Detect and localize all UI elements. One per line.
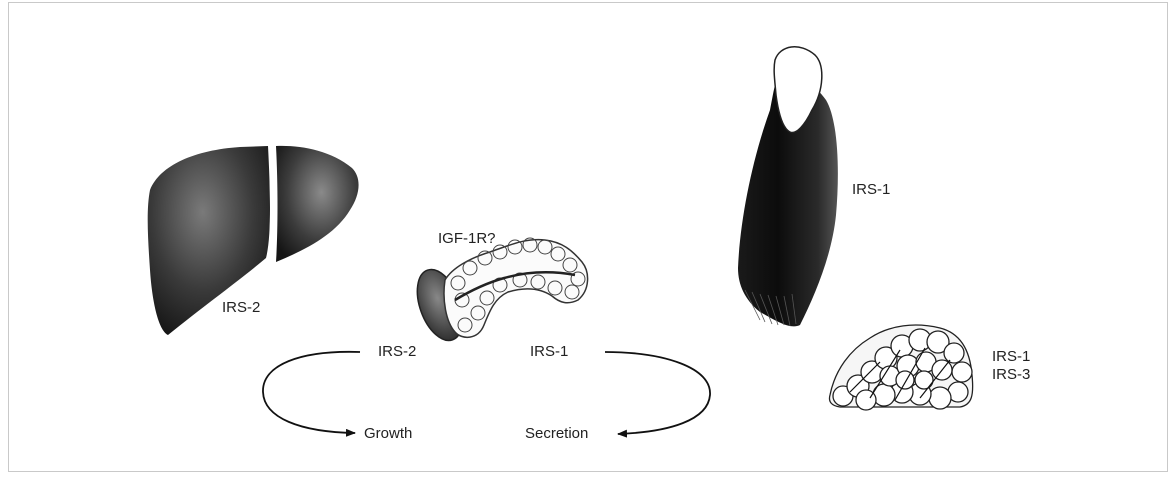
irs1-secretion-arrow bbox=[605, 352, 710, 434]
muscle-irs1-label: IRS-1 bbox=[852, 182, 890, 197]
irs2-growth-arrow bbox=[263, 352, 360, 433]
adipose-irs1-label: IRS-1 bbox=[992, 349, 1030, 364]
liver-right-lobe bbox=[276, 146, 359, 262]
secretion-label: Secretion bbox=[525, 426, 588, 441]
growth-label: Growth bbox=[364, 426, 412, 441]
pancreas-igf1r-label: IGF-1R? bbox=[438, 231, 496, 246]
liver-fissure bbox=[270, 146, 272, 262]
pancreas-irs2-label: IRS-2 bbox=[378, 344, 416, 359]
pancreas-illustration bbox=[409, 238, 588, 347]
adipose-irs3-label: IRS-3 bbox=[992, 367, 1030, 382]
pancreas-irs1-label: IRS-1 bbox=[530, 344, 568, 359]
liver-irs2-label: IRS-2 bbox=[222, 300, 260, 315]
adipose-illustration bbox=[829, 325, 972, 410]
muscle-illustration bbox=[738, 47, 838, 327]
